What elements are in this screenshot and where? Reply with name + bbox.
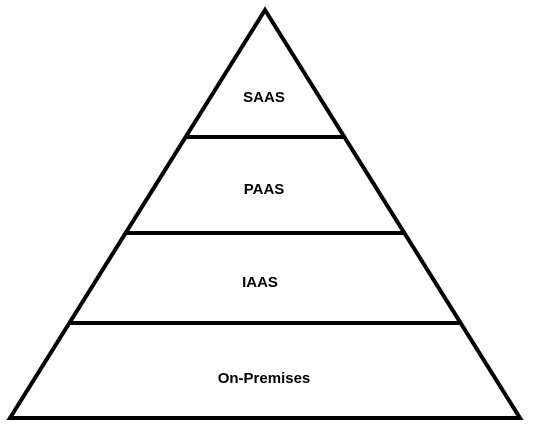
tier-label-saas: SAAS (243, 89, 285, 106)
tier-label-on-premises: On-Premises (218, 370, 311, 387)
pyramid-outline (6, 6, 524, 420)
tier-label-paas: PAAS (244, 181, 285, 198)
tier-label-iaas: IAAS (242, 274, 278, 291)
